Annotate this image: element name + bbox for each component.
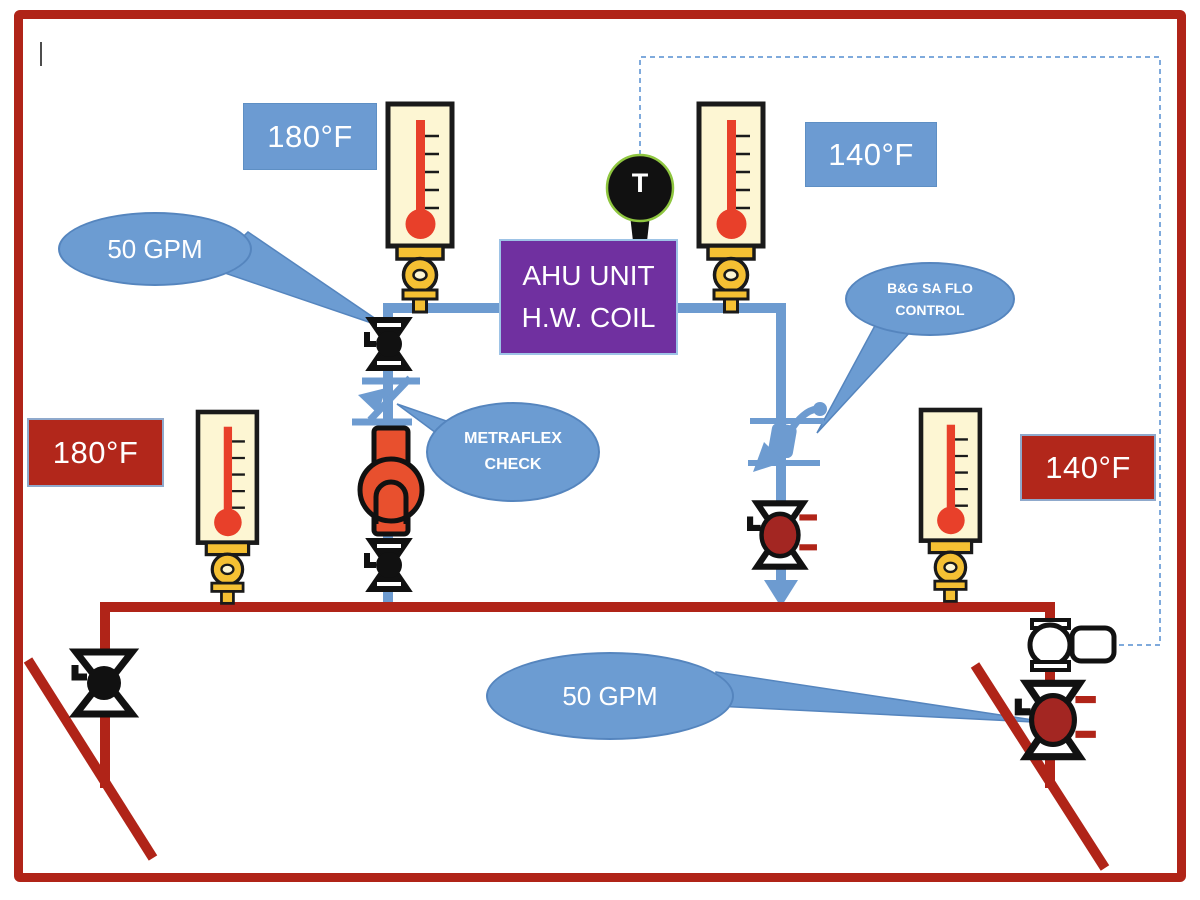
ahu-coil-line2: H.W. COIL — [521, 302, 656, 333]
return-temp-label-main: 140°F — [1020, 434, 1156, 501]
return-flow-callout: 50 GPM — [486, 652, 734, 740]
valve-actuator-icon — [1069, 625, 1117, 664]
check-callout-line2: CHECK — [484, 456, 542, 473]
gate-valve-icon — [367, 319, 409, 369]
sensor-label: T — [631, 168, 649, 198]
flow-control-line1: B&G SA FLO — [887, 279, 973, 296]
shutoff-valve-icon — [68, 648, 140, 718]
page-border — [14, 10, 1186, 882]
check-callout-line1: METRAFLEX — [464, 430, 562, 448]
check-valve-symbol — [352, 375, 420, 426]
text-cursor[interactable] — [40, 42, 42, 66]
flow-arrow-down — [764, 580, 798, 607]
supply-temp-label-top: 180°F — [243, 103, 377, 170]
supply-flow-callout: 50 GPM — [58, 212, 252, 286]
thermometer-icon — [921, 410, 980, 601]
balancing-valve-icon — [750, 503, 817, 566]
pump-icon — [357, 425, 425, 537]
check-valve-callout: METRAFLEX CHECK — [426, 402, 600, 502]
supply-temp-label-main: 180°F — [27, 418, 164, 487]
thermometer-icon — [388, 104, 452, 312]
globe-valve-icon — [1027, 618, 1073, 672]
thermometer-icon — [699, 104, 763, 312]
control-signal-line — [639, 56, 1161, 646]
flow-control-line2: CONTROL — [895, 302, 965, 318]
ahu-coil-line1: AHU UNIT — [522, 260, 655, 291]
gate-valve-icon — [367, 540, 409, 590]
return-temp-label-top: 140°F — [805, 122, 937, 187]
flow-control-symbol — [748, 402, 827, 472]
thermometer-icon — [198, 412, 257, 603]
balancing-valve-icon — [1018, 683, 1096, 756]
right-branch-pipe — [970, 662, 1110, 871]
ahu-coil-box: AHU UNIT H.W. COIL — [499, 239, 678, 355]
left-branch-pipe — [23, 657, 158, 861]
flow-control-callout: B&G SA FLO CONTROL — [845, 262, 1015, 336]
